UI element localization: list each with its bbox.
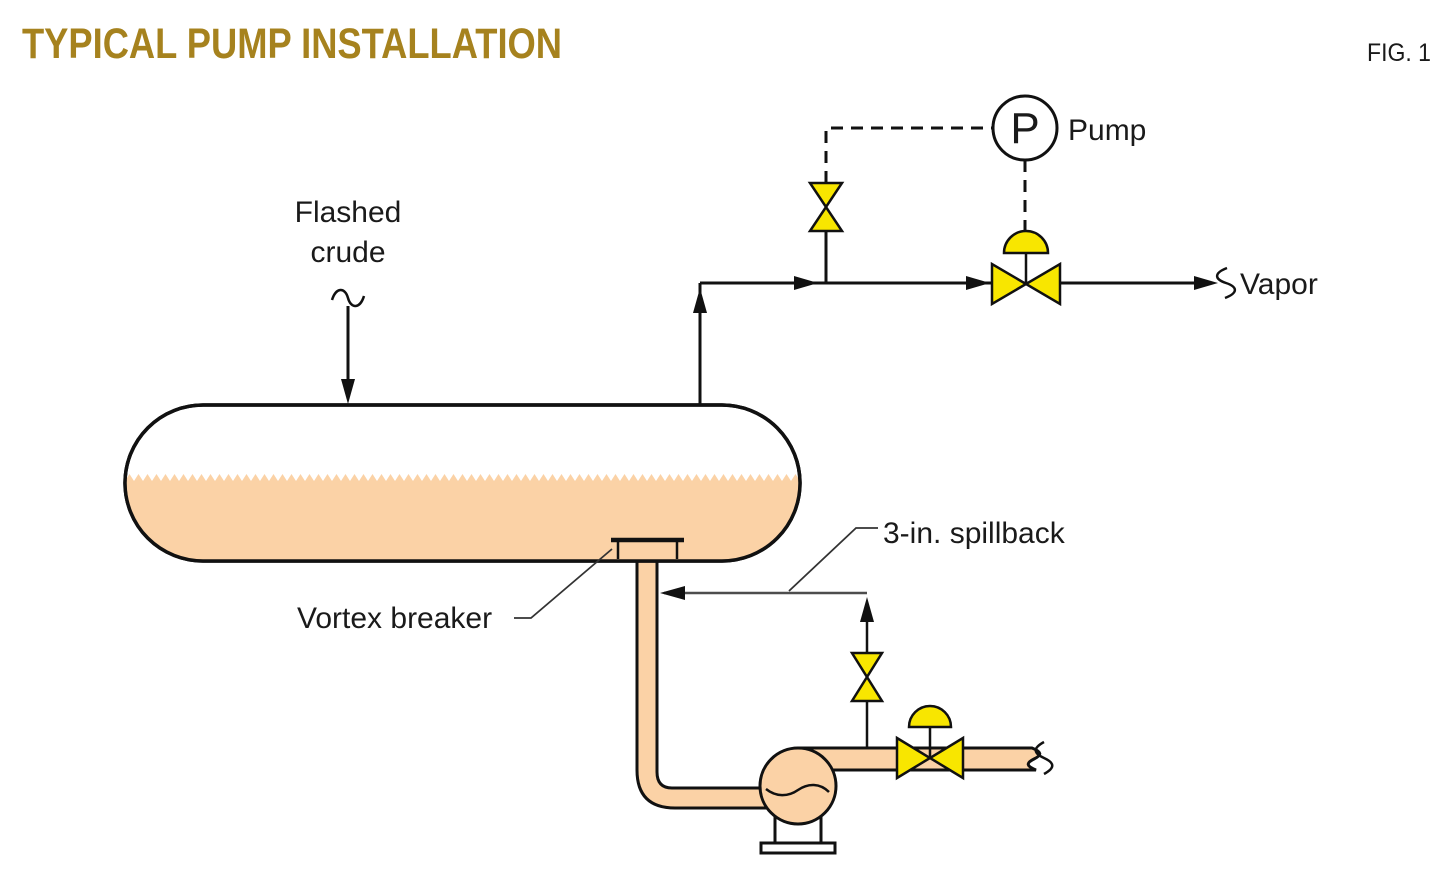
control-valve-body-right [1023,261,1062,307]
spillback-arrowhead-left [660,586,685,600]
bypass-gate-valve [807,126,992,283]
control-valve-actuator-dome [1002,229,1050,255]
pump-instrument: P Pump [991,94,1146,232]
pump-volute [758,746,838,826]
control-valve-body-left [990,261,1029,307]
vapor-arrowhead-2 [966,276,990,290]
spillback-riser-arrowhead [860,597,874,622]
instrument-signal-dashed-left [824,126,992,183]
drain-pipe-fill [637,556,800,808]
flashed-crude-label-line1: Flashed [295,196,402,229]
riser-arrowhead [693,288,707,313]
vortex-breaker-leader-line [514,548,613,619]
discharge-control-valve-dome [907,704,953,729]
pump-instrument-letter: P [1010,104,1039,153]
pump-instrument-circle [991,94,1059,162]
spillback-leader-line [788,527,878,592]
inlet-arrowhead [341,379,355,404]
liquid-surface-waves [125,474,800,481]
spillback-block-valve-top [849,651,885,680]
pump-label: Pump [1068,114,1146,147]
discharge-control-valve [895,704,965,781]
vapor-control-valve [990,229,1062,307]
discharge-control-valve-body-right [927,735,965,781]
spillback-block-valve-bottom [849,674,885,703]
drain-pipe-inner-edge [655,557,798,790]
flash-drum-vessel [123,403,802,563]
discharge-control-valve-body-left [895,735,933,781]
inlet-break-squiggle [330,288,366,308]
flashed-crude-inlet: Flashed crude [295,196,402,404]
gate-valve-icon-top [807,181,845,210]
liquid-fill [125,481,800,561]
vortex-breaker [611,537,684,559]
drain-suction-pipe [635,556,800,810]
flashed-crude-label-line2: crude [310,236,385,269]
vapor-arrowhead-1 [794,276,818,290]
vapor-arrowhead-3 [1194,276,1218,290]
spillback-label: 3-in. spillback [883,517,1066,550]
vapor-break-squiggle [1215,266,1237,300]
pump-volute-wavy-line [765,783,830,797]
page-title: TYPICAL PUMP INSTALLATION [22,20,562,68]
gate-valve-icon-bottom [807,204,845,233]
vessel-liquid [125,474,800,561]
spillback: 3-in. spillback [660,517,1066,748]
vessel-outline [123,403,802,563]
discharge-break-squiggle [1034,740,1054,776]
vortex-breaker-label: Vortex breaker [297,602,492,635]
figure-number-label: FIG. 1 [1367,39,1431,67]
vapor-line: Vapor [693,266,1318,406]
pump-base-plate [759,841,837,855]
vapor-label: Vapor [1240,268,1318,301]
drain-pipe-outer-edge [635,557,798,810]
